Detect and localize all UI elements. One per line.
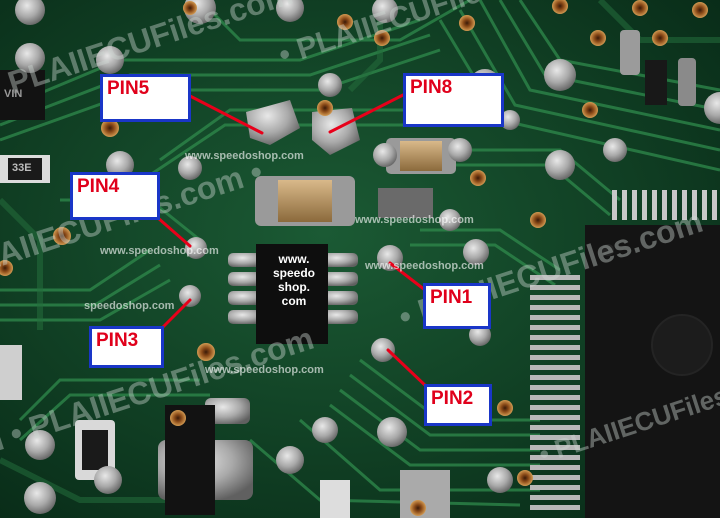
watermark-small: www.speedoshop.com — [355, 214, 474, 226]
watermark-small: www.speedoshop.com — [205, 364, 324, 376]
component-marking-33e: 33E — [12, 162, 32, 174]
pin1-label: PIN1 — [423, 283, 491, 329]
chip-marking-line: www. — [278, 252, 310, 266]
eeprom-chip-8pin — [228, 244, 358, 344]
chip-marking-line: shop. — [278, 280, 310, 294]
watermark-small: www.speedoshop.com — [365, 260, 484, 272]
qfp-microcontroller — [530, 190, 720, 518]
chip-marking-line: speedo — [272, 266, 315, 280]
pin-pointer-lines — [156, 93, 430, 390]
pin5-label: PIN5 — [100, 74, 191, 122]
pin4-label: PIN4 — [70, 172, 160, 220]
watermark-small: speedoshop.com — [84, 300, 175, 312]
chip-marking: www. speedo shop. com — [262, 252, 326, 308]
watermark-small: www.speedoshop.com — [100, 245, 219, 257]
pin8-label: PIN8 — [403, 73, 504, 127]
smd-capacitor — [255, 138, 456, 226]
component-marking-vin: VIN — [4, 88, 23, 100]
pin3-label: PIN3 — [89, 326, 164, 368]
pin2-label: PIN2 — [424, 384, 492, 426]
watermark-small: www.speedoshop.com — [185, 150, 304, 162]
chip-marking-line: com — [281, 294, 307, 308]
